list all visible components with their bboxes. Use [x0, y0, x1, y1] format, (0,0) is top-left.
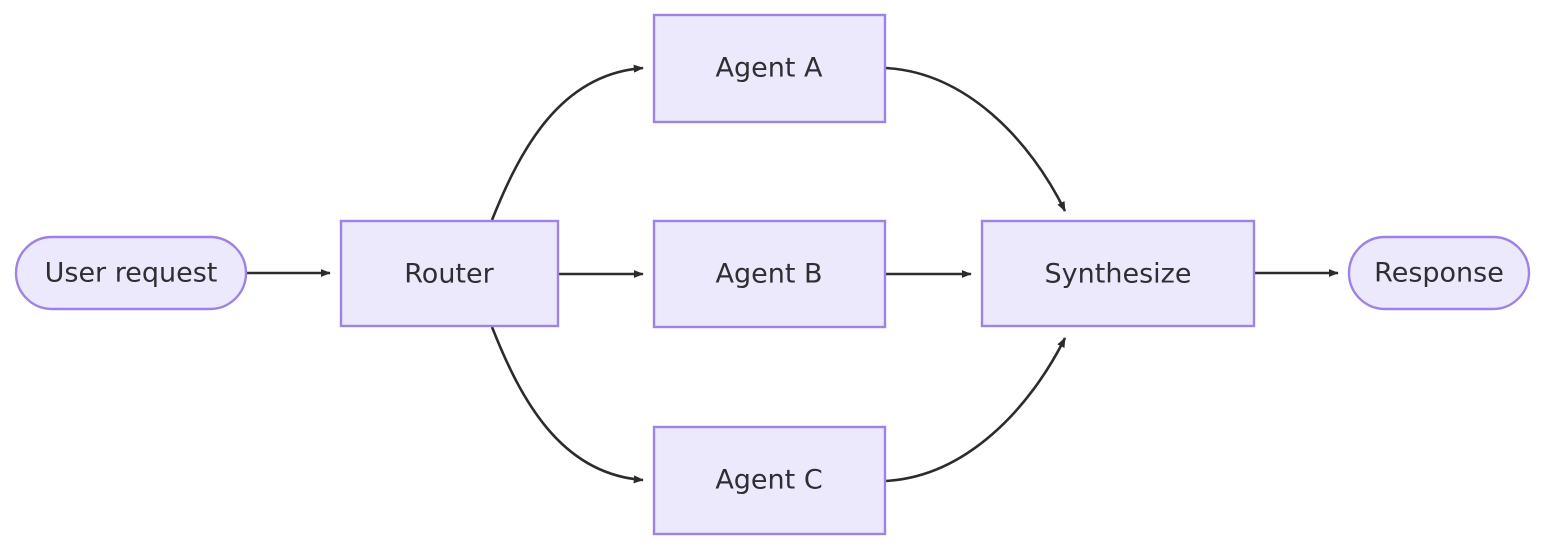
node-synthesize-shape[interactable] — [980, 219, 1256, 328]
node-agent-a-shape[interactable] — [652, 13, 887, 124]
node-synthesize[interactable]: Synthesize — [980, 219, 1256, 328]
edge-agent-a-to-synthesize — [884, 66, 1067, 212]
edge-agent-c-to-synthesize — [884, 337, 1067, 483]
node-response-label: Response — [1374, 258, 1504, 289]
node-agent-c[interactable]: Agent C — [652, 425, 887, 536]
node-router[interactable]: Router — [339, 219, 560, 328]
node-response[interactable]: Response — [1347, 235, 1531, 311]
node-synthesize-label: Synthesize — [1045, 259, 1192, 290]
node-response-shape[interactable] — [1347, 235, 1531, 311]
node-router-shape[interactable] — [339, 219, 560, 328]
edge-router-to-agent-a — [490, 64, 644, 221]
nodes-layer: User request Router Agent A Agent B Agen… — [14, 13, 1531, 536]
node-router-label: Router — [404, 259, 494, 290]
node-user-request-shape[interactable] — [14, 235, 248, 311]
node-agent-b[interactable]: Agent B — [652, 219, 887, 329]
node-user-request[interactable]: User request — [14, 235, 248, 311]
node-agent-a[interactable]: Agent A — [652, 13, 887, 124]
edges-layer — [247, 64, 1339, 484]
node-agent-b-shape[interactable] — [652, 219, 887, 329]
node-user-request-label: User request — [45, 258, 218, 289]
node-agent-a-label: Agent A — [716, 53, 824, 84]
node-agent-c-shape[interactable] — [652, 425, 887, 536]
edge-router-to-agent-c — [490, 326, 644, 484]
node-agent-c-label: Agent C — [715, 465, 822, 496]
node-agent-b-label: Agent B — [715, 259, 822, 290]
